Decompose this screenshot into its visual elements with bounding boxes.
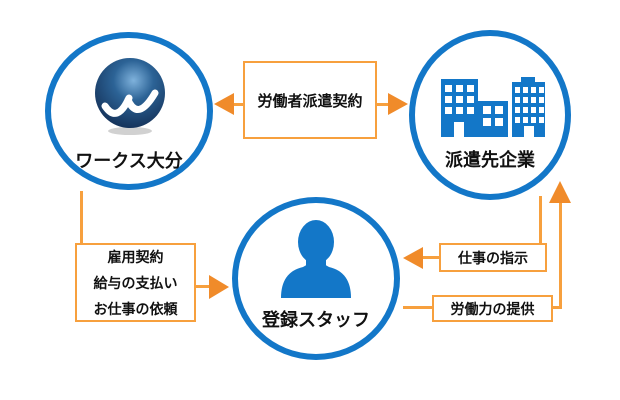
works-oita-logo-icon bbox=[95, 58, 165, 135]
registered-staff-label: 登録スタッフ bbox=[262, 310, 370, 330]
dispatch-contract-line-right bbox=[377, 103, 390, 106]
works-oita-label: ワークス大分 bbox=[75, 151, 183, 171]
labor-supply-label: 労働力の提供 bbox=[450, 300, 535, 317]
work-instructions-vline bbox=[539, 196, 542, 243]
client-company-label: 派遣先企業 bbox=[445, 150, 535, 170]
arrow-to-staff-icon bbox=[209, 275, 229, 299]
labor-supply-vline bbox=[559, 202, 562, 309]
dispatch-contract-label: 労働者派遣契約 bbox=[257, 92, 363, 110]
labor-supply-box: 労働力の提供 bbox=[432, 295, 553, 322]
arrow-to-works-oita-icon bbox=[214, 93, 234, 115]
employment-line-right bbox=[196, 285, 210, 288]
dispatch-contract-line-left bbox=[232, 103, 243, 106]
dispatch-contract-box: 労働者派遣契約 bbox=[243, 61, 377, 139]
labor-supply-line-right bbox=[553, 306, 562, 309]
arrow-instructions-to-staff-icon bbox=[403, 247, 423, 269]
work-instructions-line bbox=[422, 256, 439, 259]
arrow-supply-to-client-icon bbox=[549, 181, 571, 203]
person-silhouette-icon bbox=[281, 220, 351, 298]
labor-supply-line-left bbox=[403, 306, 432, 309]
employment-box: 雇用契約 給与の支払い お仕事の依頼 bbox=[75, 243, 196, 322]
employment-line-3: お仕事の依頼 bbox=[93, 300, 178, 317]
office-buildings-icon bbox=[441, 77, 545, 137]
work-instructions-box: 仕事の指示 bbox=[439, 243, 547, 272]
employment-line-1: 雇用契約 bbox=[107, 248, 164, 265]
work-instructions-label: 仕事の指示 bbox=[458, 249, 528, 266]
employment-line-2: 給与の支払い bbox=[93, 274, 178, 291]
employment-vline bbox=[80, 191, 83, 243]
arrow-to-client-company-icon bbox=[388, 93, 408, 115]
